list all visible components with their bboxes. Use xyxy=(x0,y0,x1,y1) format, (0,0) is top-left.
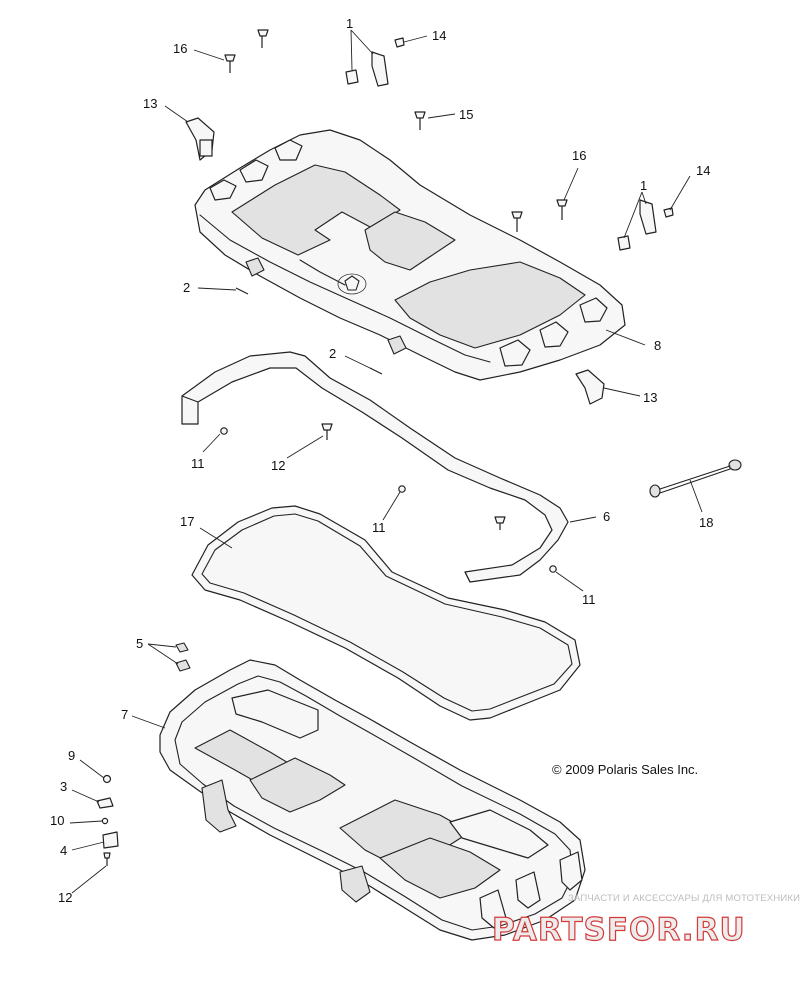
watermark-brand: PARTSFOR.RU xyxy=(492,912,746,948)
plate-3 xyxy=(96,797,114,809)
screw-16-top-2 xyxy=(224,54,236,73)
strap-18 xyxy=(649,459,742,498)
nut-9 xyxy=(102,774,112,784)
hinge-bracket-top xyxy=(371,51,389,87)
star-emblem-icon xyxy=(337,273,367,295)
callout-11-right: 11 xyxy=(582,592,596,607)
callout-7: 7 xyxy=(121,707,128,722)
callout-12-mid: 12 xyxy=(271,458,285,473)
callout-17: 17 xyxy=(180,514,194,529)
washer-10 xyxy=(101,817,109,825)
callout-4: 4 xyxy=(60,843,67,858)
latch-13-right xyxy=(575,369,605,405)
callout-2-left: 2 xyxy=(183,280,190,295)
callout-14-right: 14 xyxy=(696,163,710,178)
callout-2-mid: 2 xyxy=(329,346,336,361)
hardware-top xyxy=(185,29,674,405)
callout-13-top: 13 xyxy=(143,96,157,111)
callout-14-top: 14 xyxy=(432,28,446,43)
hinge-right-small xyxy=(617,235,631,251)
callout-16-right: 16 xyxy=(572,148,586,163)
callout-11-left: 11 xyxy=(191,456,205,471)
hardware-left xyxy=(96,774,119,866)
nut-11-right xyxy=(549,565,557,573)
callout-1-right: 1 xyxy=(640,178,647,193)
callout-12-bottom: 12 xyxy=(58,890,72,905)
screw-12-bottom xyxy=(103,852,111,866)
callout-13-right: 13 xyxy=(643,390,657,405)
screw-15 xyxy=(414,111,426,130)
callout-1-top: 1 xyxy=(346,16,353,31)
storage-box-7 xyxy=(159,642,586,941)
seal-17 xyxy=(191,505,581,721)
hinge-bracket-right xyxy=(639,199,657,235)
callout-8: 8 xyxy=(654,338,661,353)
lid-frame xyxy=(181,351,569,583)
hinge-top-small xyxy=(345,69,359,85)
callout-5: 5 xyxy=(136,636,143,651)
callout-16-top: 16 xyxy=(173,41,187,56)
callout-10: 10 xyxy=(50,813,64,828)
callout-9: 9 xyxy=(68,748,75,763)
watermark-tagline: ЗАПЧАСТИ И АКСЕССУАРЫ ДЛЯ МОТОТЕХНИКИ xyxy=(568,893,800,904)
nut-11-center xyxy=(398,485,406,493)
screw-16-right xyxy=(511,211,523,232)
callout-labels: 1 14 16 13 15 16 14 1 2 2 8 13 11 12 11 … xyxy=(50,16,713,905)
callout-18: 18 xyxy=(699,515,713,530)
clip-14-top xyxy=(394,37,405,48)
nut-11-left xyxy=(220,427,228,435)
clip-14-right xyxy=(663,207,674,218)
callout-11-center: 11 xyxy=(372,520,386,535)
screw-12-mid xyxy=(321,423,333,440)
bracket-4 xyxy=(102,831,119,849)
screw-16-top xyxy=(257,29,269,48)
callout-15: 15 xyxy=(459,107,473,122)
pin-2-left xyxy=(235,287,249,295)
grommet-5-b xyxy=(175,659,191,672)
callout-3: 3 xyxy=(60,779,67,794)
copyright-notice: © 2009 Polaris Sales Inc. xyxy=(552,762,698,777)
grommet-5-a xyxy=(175,642,189,653)
callout-6: 6 xyxy=(603,509,610,524)
leader-lines xyxy=(69,29,703,894)
watermark: ЗАПЧАСТИ И АКСЕССУАРЫ ДЛЯ МОТОТЕХНИКИ PA… xyxy=(491,893,800,949)
screw-16-right-2 xyxy=(556,199,568,220)
lid-assembly xyxy=(194,129,626,381)
